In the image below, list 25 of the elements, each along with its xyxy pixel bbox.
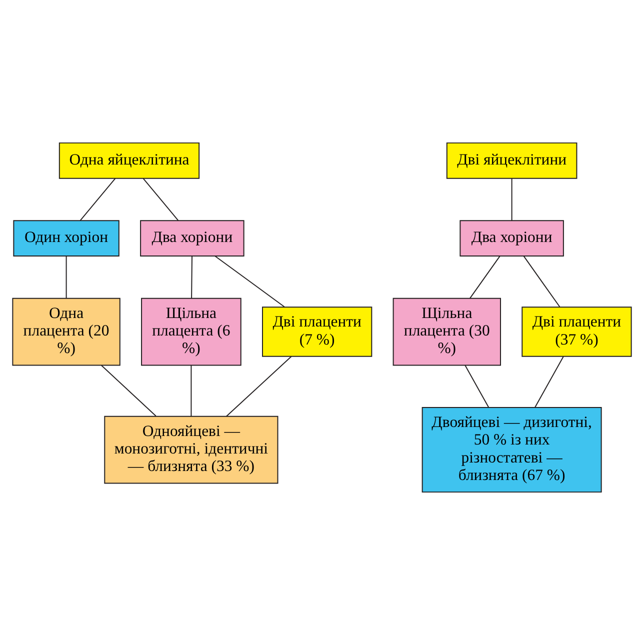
node-box: Дві плаценти (7 %) — [262, 306, 372, 357]
node-box: Дві плаценти (37 %) — [522, 306, 632, 357]
connector — [100, 364, 156, 416]
connector — [464, 364, 490, 408]
node-box: Один хоріон — [13, 220, 120, 257]
connector — [80, 178, 116, 222]
connector — [226, 356, 292, 417]
node-box: Два хоріони — [140, 220, 244, 257]
node-box: Щільна плацента (6 %) — [141, 298, 242, 366]
node-box: Однояйцеві — монозиготні, ідентичні — близнята (33 %) — [104, 416, 278, 484]
node-box: Два хоріони — [460, 220, 564, 257]
node-box: Щільна плацента (30 %) — [392, 298, 501, 366]
node-box: Одна яйцеклітина — [58, 142, 200, 179]
connector — [142, 178, 179, 222]
connector — [66, 256, 67, 299]
node-box: Одна плацента (20 %) — [12, 298, 120, 366]
connector — [191, 256, 192, 299]
connector — [470, 256, 500, 299]
node-box: Дві яйцеклітини — [446, 142, 578, 179]
connector — [214, 256, 285, 308]
node-box: Двояйцеві — дизиготні, 50 % із них різностатеві — близнята (67 %) — [422, 407, 602, 493]
connector — [523, 256, 560, 308]
connector — [534, 356, 564, 408]
connector — [190, 364, 192, 416]
connector — [511, 178, 512, 222]
